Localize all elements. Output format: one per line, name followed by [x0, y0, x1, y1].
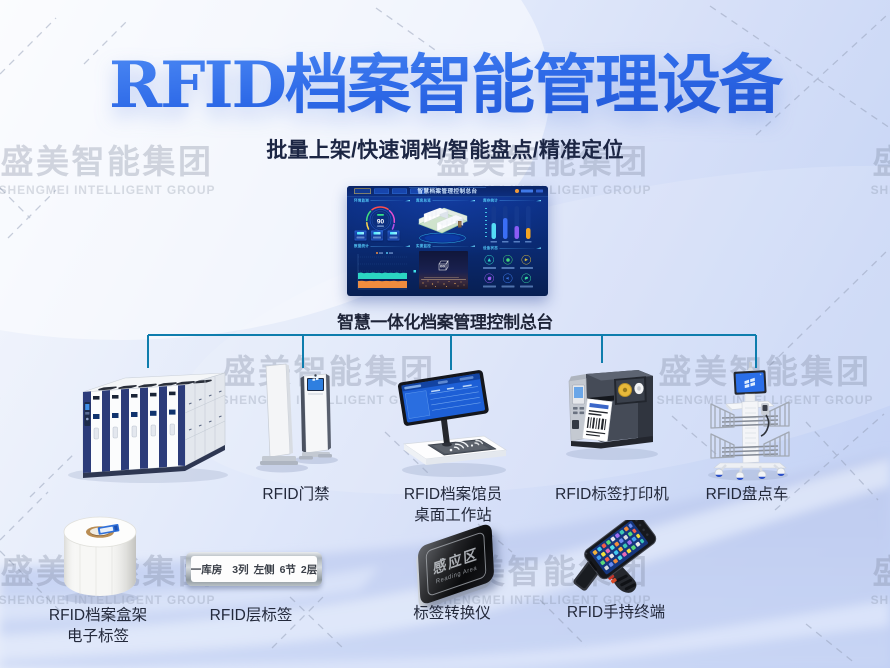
console-panel-title: 设备状态: [483, 246, 541, 250]
gate-label: RFID门禁: [262, 486, 330, 503]
console-status-ring: [503, 273, 513, 283]
workstation-image: [397, 370, 508, 477]
printer-image: [566, 370, 658, 460]
console-header: 智慧档案管理控制总台: [347, 186, 548, 197]
console-nav-tab: [354, 188, 371, 194]
console-stat-box: [371, 230, 383, 241]
shelf-tag-image: 一库房 3列 左侧 6节 2层: [186, 552, 322, 586]
console-stat-box: [354, 230, 367, 241]
console-panel-title: 库房总览: [416, 199, 475, 202]
console-status-ring: [484, 273, 494, 283]
console-nav-tab: [410, 188, 425, 194]
shelving-image: [68, 372, 228, 483]
console-stream-chart: [357, 252, 407, 290]
cart-label: RFID盘点车: [705, 486, 789, 503]
shelf-tag-section: 6节: [279, 563, 296, 576]
console-panel-title: 环境监测: [354, 199, 410, 202]
box-labels-label: RFID档案盒架 电子标签: [48, 607, 148, 645]
console-screen-title: 智慧档案管理控制总台: [417, 188, 478, 195]
console-photo-panel: [419, 251, 468, 289]
console-panel-title: 数据统计: [354, 244, 410, 248]
handheld-image: [573, 520, 657, 593]
page-title: RFID档案智能管理设备: [0, 46, 890, 126]
cart-image: [708, 362, 790, 481]
console-status-ring: [521, 273, 531, 283]
console-stat-box: [387, 230, 400, 241]
control-console-screen: 智慧档案管理控制总台 环境监测: [347, 186, 548, 296]
page-subtitle: 批量上架/快速调档/智能盘点/精准定位: [266, 139, 624, 162]
shelf-tag-side: 左侧: [253, 563, 275, 576]
gate-image: [256, 363, 338, 473]
console-caption: 智慧一体化档案管理控制总台: [337, 313, 553, 332]
console-status-ring: [484, 255, 494, 265]
console-nav-tab: [392, 188, 407, 194]
label-roll-image: [62, 516, 138, 604]
console-gauge: 90: [365, 206, 396, 231]
console-panel-title: 实景监控: [416, 244, 475, 248]
console-panel-title: 库存统计: [483, 199, 541, 202]
handheld-label: RFID手持终端: [566, 604, 666, 621]
console-status-ring: [503, 255, 513, 265]
shelf-tag-room: 一库房: [190, 563, 223, 576]
printer-label: RFID标签打印机: [555, 486, 669, 503]
console-3d-room: [418, 207, 468, 244]
console-logo-dot: [515, 189, 519, 193]
shelf-tag-layer: 2层: [300, 563, 318, 576]
console-bar-chart: [485, 206, 532, 243]
converter-label: 标签转换仪: [413, 605, 491, 622]
converter-image: 感应区 Reading Area: [404, 522, 508, 606]
console-status-ring: [521, 255, 531, 265]
svg-text:90: 90: [377, 219, 385, 226]
console-photo-marker: [413, 270, 416, 273]
shelf-tag-col: 3列: [232, 563, 249, 576]
console-header-chip: [521, 189, 533, 193]
workstation-label: RFID档案馆员 桌面工作站: [403, 486, 503, 524]
shelf-tag-label: RFID层标签: [209, 607, 293, 624]
console-header-chip: [536, 189, 543, 193]
console-nav-tab: [374, 188, 389, 194]
